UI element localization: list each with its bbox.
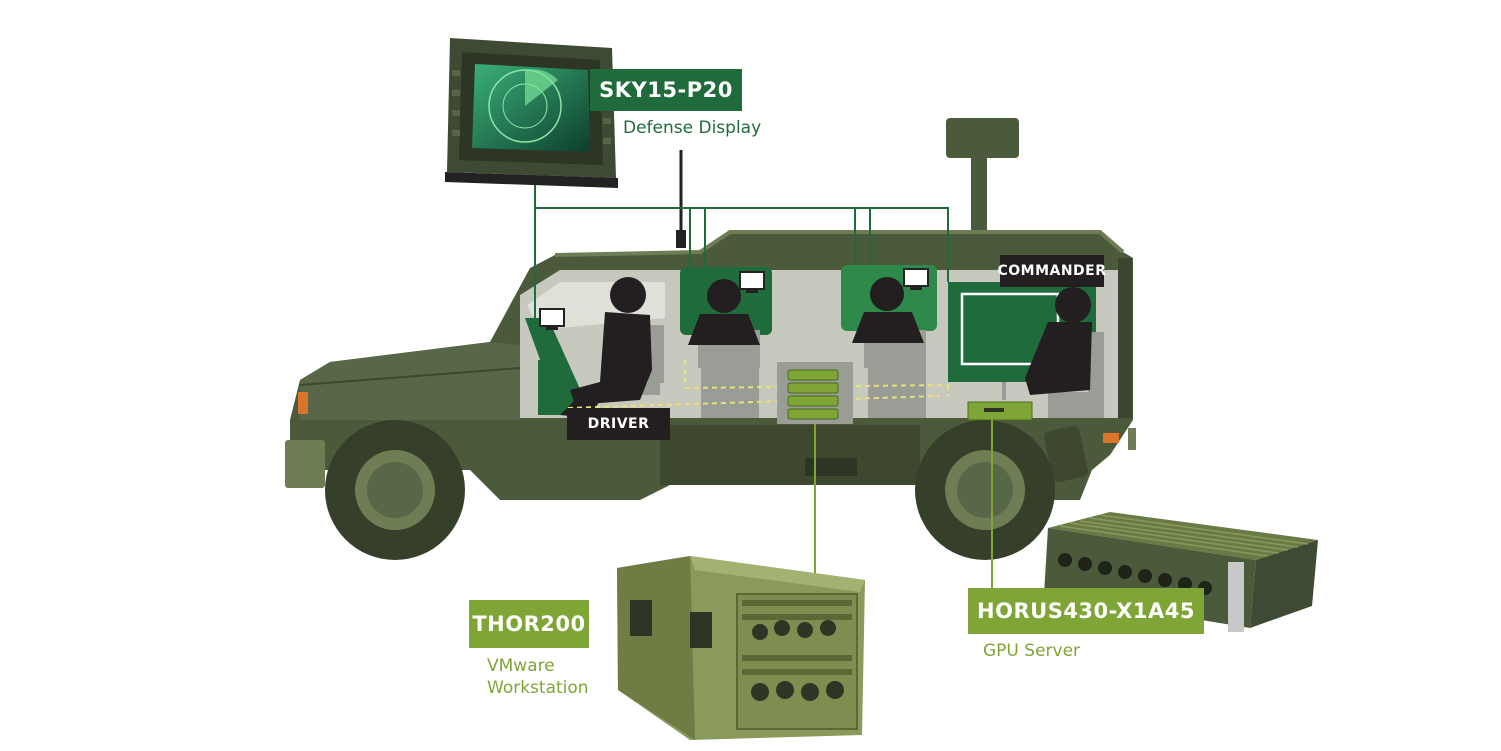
product-tag-server: HORUS430-X1A45 (968, 588, 1204, 634)
rugged-display-icon (445, 38, 618, 188)
product-name: SKY15-P20 (599, 78, 733, 102)
radar-panel (946, 118, 1019, 158)
front-bumper (285, 440, 325, 488)
seat-label-commander: COMMANDER (1000, 255, 1104, 287)
seat-label-driver: DRIVER (567, 408, 670, 440)
product-tag-display: SKY15-P20 (590, 69, 742, 111)
front-wheel (325, 420, 465, 560)
product-desc-server: GPU Server (983, 641, 1080, 661)
armored-vehicle (285, 118, 1136, 560)
monitor-icon (904, 269, 928, 290)
product-desc-workstation: VMware Workstation (487, 655, 589, 699)
product-name: THOR200 (472, 612, 585, 636)
vehicle-hood (300, 342, 520, 420)
antenna-mast (971, 150, 987, 230)
monitor-icon (540, 309, 564, 330)
product-desc-display: Defense Display (623, 118, 761, 138)
rear-wheel (915, 420, 1055, 560)
monitor-icon (740, 272, 764, 293)
product-name: HORUS430-X1A45 (977, 599, 1195, 623)
rugged-workstation-icon (617, 556, 865, 740)
product-tag-workstation: THOR200 (469, 600, 589, 648)
